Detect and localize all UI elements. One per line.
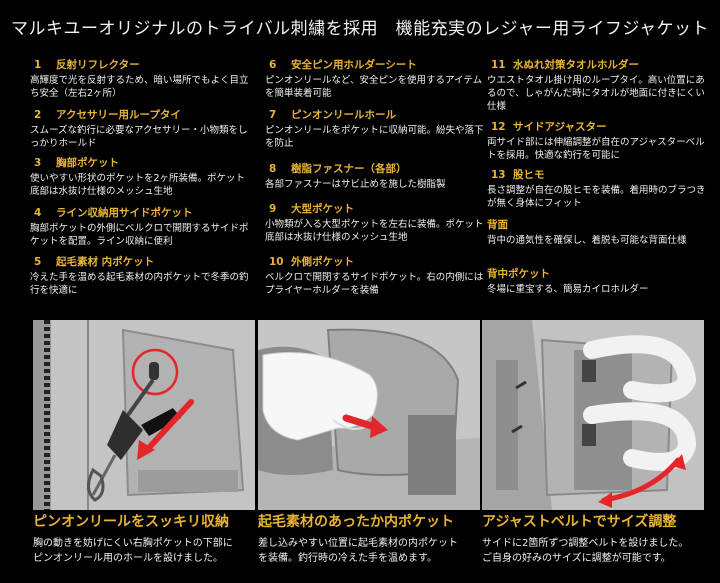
feature-item: 7 ピンオンリールホール ピンオンリールをポケットに収納可能。紛失や落下を防止 (265, 108, 485, 150)
feature-title: 1 反射リフレクター (30, 58, 250, 72)
caption-adjust-belt: アジャストベルトでサイズ調整 サイドに2箇所ずつ調整ベルトを設けました。 ご自身… (482, 512, 714, 566)
caption-inner-pocket: 起毛素材のあったか内ポケット 差し込みやすい位置に起毛素材の内ポケット を装備。… (258, 512, 490, 566)
feature-item: 5 起毛素材 内ポケット 冷えた手を温める起毛素材の内ポケットで冬季の釣行を快適に (30, 255, 250, 297)
feature-number: 12 (491, 121, 506, 133)
feature-title: 11 水ぬれ対策タオルホルダー (487, 58, 707, 72)
feature-item: 12 サイドアジャスター 両サイド部には伸縮調整が自在のアジャスターベルトを採用。… (487, 120, 707, 162)
feature-item: 3 胸部ポケット 使いやすい形状のポケットを2ヶ所装備。ポケット底部は水抜け仕様の… (30, 156, 250, 198)
feature-title-text: 樹脂ファスナー（各部） (291, 163, 407, 175)
photo-adjust-belt (482, 320, 704, 510)
feature-number: 7 (269, 109, 277, 121)
feature-title-text: 安全ピン用ホルダーシート (291, 59, 417, 71)
feature-description: 胸部ポケットの外側にベルクロで開閉するサイドポケットを配置。ライン収納に便利 (30, 223, 249, 247)
feature-title: 背面 (487, 218, 707, 232)
pin-on-reel-illustration (33, 320, 255, 510)
feature-title-text: 胸部ポケット (56, 157, 119, 169)
feature-title: 9 大型ポケット (265, 202, 485, 216)
feature-title-text: 起毛素材 内ポケット (56, 256, 155, 268)
feature-title: 12 サイドアジャスター (487, 120, 707, 134)
feature-item: 11 水ぬれ対策タオルホルダー ウエストタオル掛け用のループタイ。高い位置にあるの… (487, 58, 707, 113)
feature-title-text: 背中ポケット (487, 268, 550, 280)
feature-item: 13 股ヒモ 長さ調整が自在の股ヒモを装備。着用時のブラつきが無く身体にフィット (487, 168, 707, 210)
feature-title: 背中ポケット (487, 267, 707, 281)
feature-number: 6 (269, 59, 277, 71)
feature-title-text: 反射リフレクター (56, 59, 140, 71)
feature-item: 2 アクセサリー用ループタイ スムーズな釣行に必要なアクセサリー・小物類をしっかり… (30, 108, 250, 150)
feature-number: 2 (34, 109, 42, 121)
feature-item: 背中ポケット 冬場に重宝する、簡易カイロホルダー (487, 267, 707, 296)
adjust-belt-illustration (482, 320, 704, 510)
feature-item: 9 大型ポケット 小物類が入る大型ポケットを左右に装備。ポケット底部は水抜け仕様の… (265, 202, 485, 244)
feature-title-text: 外側ポケット (291, 256, 354, 268)
feature-title-text: ピンオンリールホール (291, 109, 396, 121)
feature-title-text: 大型ポケット (291, 203, 354, 215)
feature-description: 両サイド部には伸縮調整が自在のアジャスターベルトを採用。快適な釣行を可能に (487, 137, 705, 161)
feature-item: 背面 背中の通気性を確保し、着脱も可能な背面仕様 (487, 218, 707, 247)
feature-title-text: 水ぬれ対策タオルホルダー (513, 59, 639, 71)
feature-description: スムーズな釣行に必要なアクセサリー・小物類をしっかりホールド (30, 125, 248, 149)
caption-description: 差し込みやすい位置に起毛素材の内ポケット を装備。釣行時の冷えた手を温めます。 (258, 538, 458, 564)
feature-description: 冷えた手を温める起毛素材の内ポケットで冬季の釣行を快適に (30, 272, 249, 296)
caption-description: サイドに2箇所ずつ調整ベルトを設けました。 ご自身の好みのサイズに調整が可能です… (482, 538, 689, 564)
feature-title: 3 胸部ポケット (30, 156, 250, 170)
feature-title: 8 樹脂ファスナー（各部） (265, 162, 485, 176)
feature-title: 13 股ヒモ (487, 168, 707, 182)
feature-description: ウエストタオル掛け用のループタイ。高い位置にあるので、しゃがんだ時にタオルが地面… (487, 75, 705, 112)
feature-description: 長さ調整が自在の股ヒモを装備。着用時のブラつきが無く身体にフィット (487, 185, 706, 209)
feature-item: 10 外側ポケット ベルクロで開閉するサイドポケット。右の内側にはプライヤーホルダ… (265, 255, 485, 297)
feature-title: 2 アクセサリー用ループタイ (30, 108, 250, 122)
caption-title: ピンオンリールをスッキリ収納 (33, 514, 229, 530)
feature-title: 5 起毛素材 内ポケット (30, 255, 250, 269)
feature-description: 高輝度で光を反射するため、暗い場所でもよく目立ち安全（左右2ヶ所） (30, 75, 249, 99)
photo-inner-pocket (258, 320, 480, 510)
feature-number: 9 (269, 203, 277, 215)
feature-title: 4 ライン収納用サイドポケット (30, 206, 250, 220)
feature-title-text: 股ヒモ (513, 169, 545, 181)
feature-description: ピンオンリールなど、安全ピンを使用するアイテムを簡単装着可能 (265, 75, 483, 99)
feature-title-text: 背面 (487, 219, 508, 231)
feature-description: 冬場に重宝する、簡易カイロホルダー (487, 284, 649, 295)
feature-number: 13 (491, 169, 506, 181)
feature-number: 3 (34, 157, 42, 169)
feature-number: 4 (34, 207, 42, 219)
photo-pin-on-reel (33, 320, 255, 510)
feature-item: 1 反射リフレクター 高輝度で光を反射するため、暗い場所でもよく目立ち安全（左右2… (30, 58, 250, 100)
feature-number: 8 (269, 163, 277, 175)
caption-description: 胸の動きを妨げにくい右胸ポケットの下部に ピンオンリール用のホールを設けました。 (33, 538, 233, 564)
feature-item: 4 ライン収納用サイドポケット 胸部ポケットの外側にベルクロで開閉するサイドポケッ… (30, 206, 250, 248)
feature-description: ベルクロで開閉するサイドポケット。右の内側にはプライヤーホルダーを装備 (265, 272, 484, 296)
caption-title: 起毛素材のあったか内ポケット (258, 514, 454, 530)
photo-row (0, 320, 720, 510)
feature-item: 8 樹脂ファスナー（各部） 各部ファスナーはサビ止めを施した樹脂製 (265, 162, 485, 191)
feature-number: 5 (34, 256, 42, 268)
headline: マルキユーオリジナルのトライバル刺繍を採用 機能充実のレジャー用ライフジャケット (11, 18, 709, 39)
caption-pin-on-reel: ピンオンリールをスッキリ収納 胸の動きを妨げにくい右胸ポケットの下部に ピンオン… (33, 512, 265, 566)
feature-title: 7 ピンオンリールホール (265, 108, 485, 122)
feature-description: 小物類が入る大型ポケットを左右に装備。ポケット底部は水抜け仕様のメッシュ生地 (265, 219, 484, 243)
caption-title: アジャストベルトでサイズ調整 (482, 514, 677, 530)
feature-description: ピンオンリールをポケットに収納可能。紛失や落下を防止 (265, 125, 484, 149)
feature-item: 6 安全ピン用ホルダーシート ピンオンリールなど、安全ピンを使用するアイテムを簡単… (265, 58, 485, 100)
feature-number: 1 (34, 59, 42, 71)
feature-description: 使いやすい形状のポケットを2ヶ所装備。ポケット底部は水抜け仕様のメッシュ生地 (30, 173, 246, 197)
feature-description: 各部ファスナーはサビ止めを施した樹脂製 (265, 179, 446, 190)
feature-title: 6 安全ピン用ホルダーシート (265, 58, 485, 72)
feature-list: 1 反射リフレクター 高輝度で光を反射するため、暗い場所でもよく目立ち安全（左右2… (0, 52, 720, 310)
inner-pocket-illustration (258, 320, 480, 510)
caption-row: ピンオンリールをスッキリ収納 胸の動きを妨げにくい右胸ポケットの下部に ピンオン… (0, 512, 720, 583)
feature-description: 背中の通気性を確保し、着脱も可能な背面仕様 (487, 235, 687, 246)
feature-number: 10 (269, 256, 284, 268)
feature-title-text: サイドアジャスター (513, 121, 607, 133)
feature-title: 10 外側ポケット (265, 255, 485, 269)
feature-number: 11 (491, 59, 506, 71)
feature-title-text: アクセサリー用ループタイ (56, 109, 181, 121)
feature-title-text: ライン収納用サイドポケット (56, 207, 193, 219)
